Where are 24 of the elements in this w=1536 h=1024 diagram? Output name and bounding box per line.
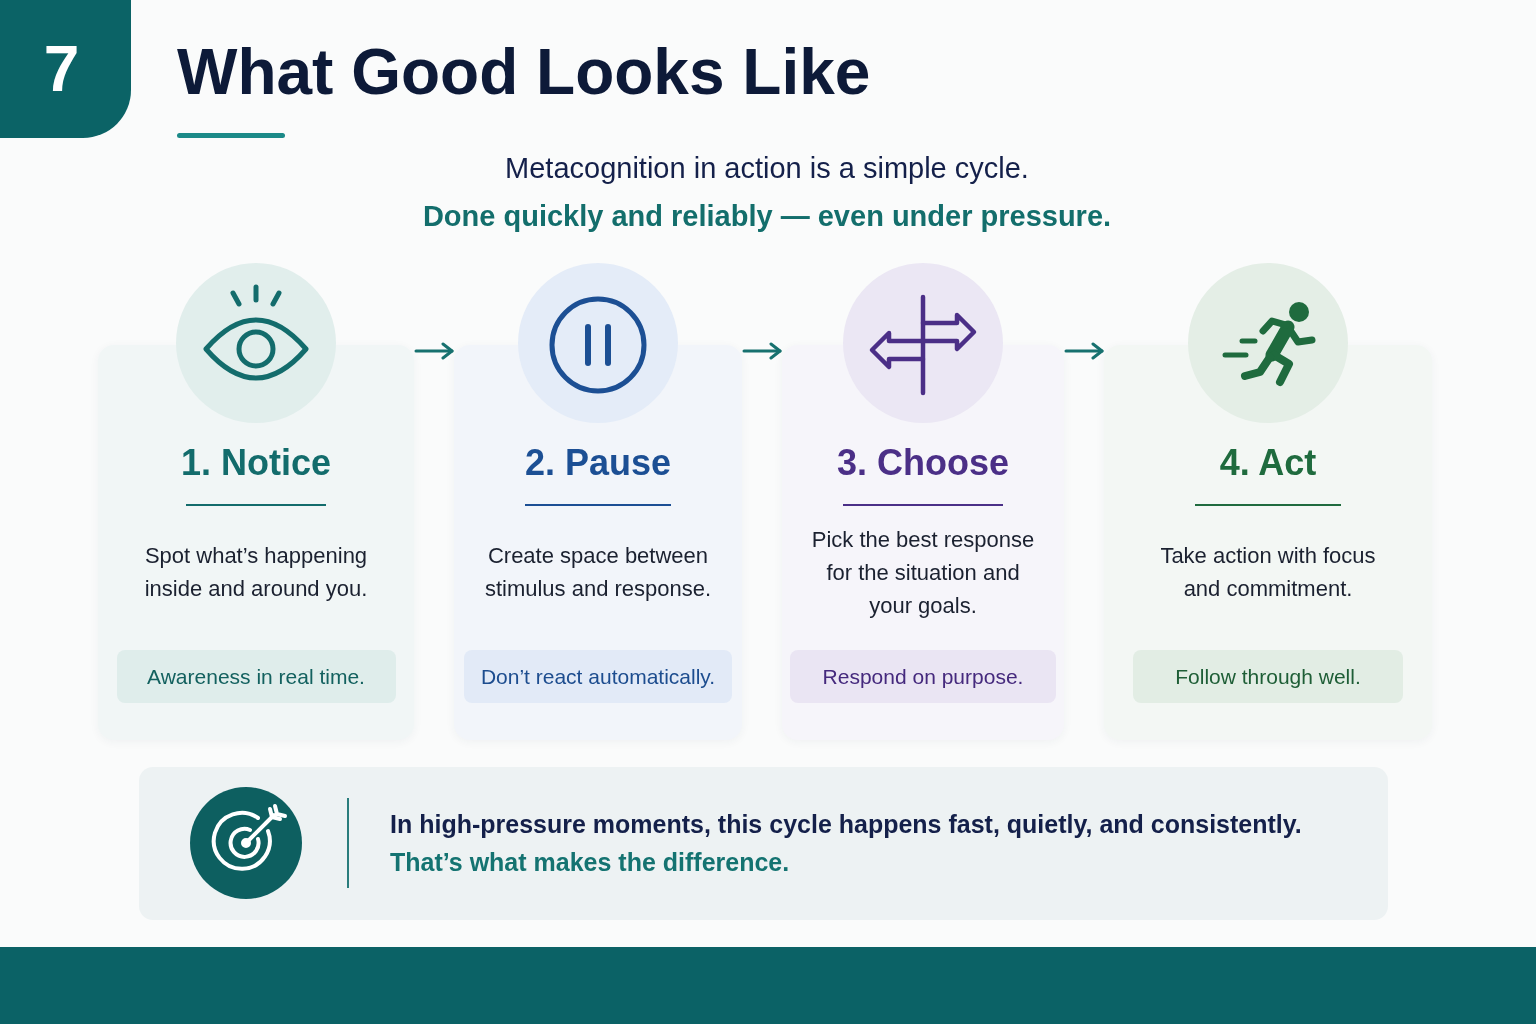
subtitle: Metacognition in action is a simple cycle. [505,151,1029,186]
page-title: What Good Looks Like [177,35,871,110]
flow-arrow [414,342,454,360]
step-card [98,345,414,740]
step-title: 4. Act [1219,441,1317,485]
step-title: 1. Notice [181,441,331,485]
tagline: Done quickly and reliably — even under pressure. [422,199,1112,234]
flow-arrow [742,342,782,360]
step-title: 3. Choose [837,441,1009,485]
section-number: 7 [0,0,131,138]
step-card [1104,345,1432,740]
flow-arrow [1064,342,1104,360]
step-title: 2. Pause [524,441,672,485]
key-phrase-tag: Awareness in real time. [116,650,396,703]
summary-panel [139,767,1388,920]
step-description: Pick the best response for the situation and your goals. [810,525,1036,620]
summary-statement: In high-pressure moments, this cycle happens fast, quietly, and consistently. [390,809,1302,840]
step-description: Take action with focus and commitment. [1159,542,1377,603]
key-phrase-tag: Don’t react automatically. [464,650,732,703]
step-description: Create space between stimulus and response. [483,542,713,603]
key-phrase-tag: Respond on purpose. [790,650,1056,703]
key-phrase-tag: Follow through well. [1133,650,1403,703]
step-description: Spot what’s happening inside and around you. [143,542,369,603]
summary-highlight: That’s what makes the difference. [390,847,790,878]
